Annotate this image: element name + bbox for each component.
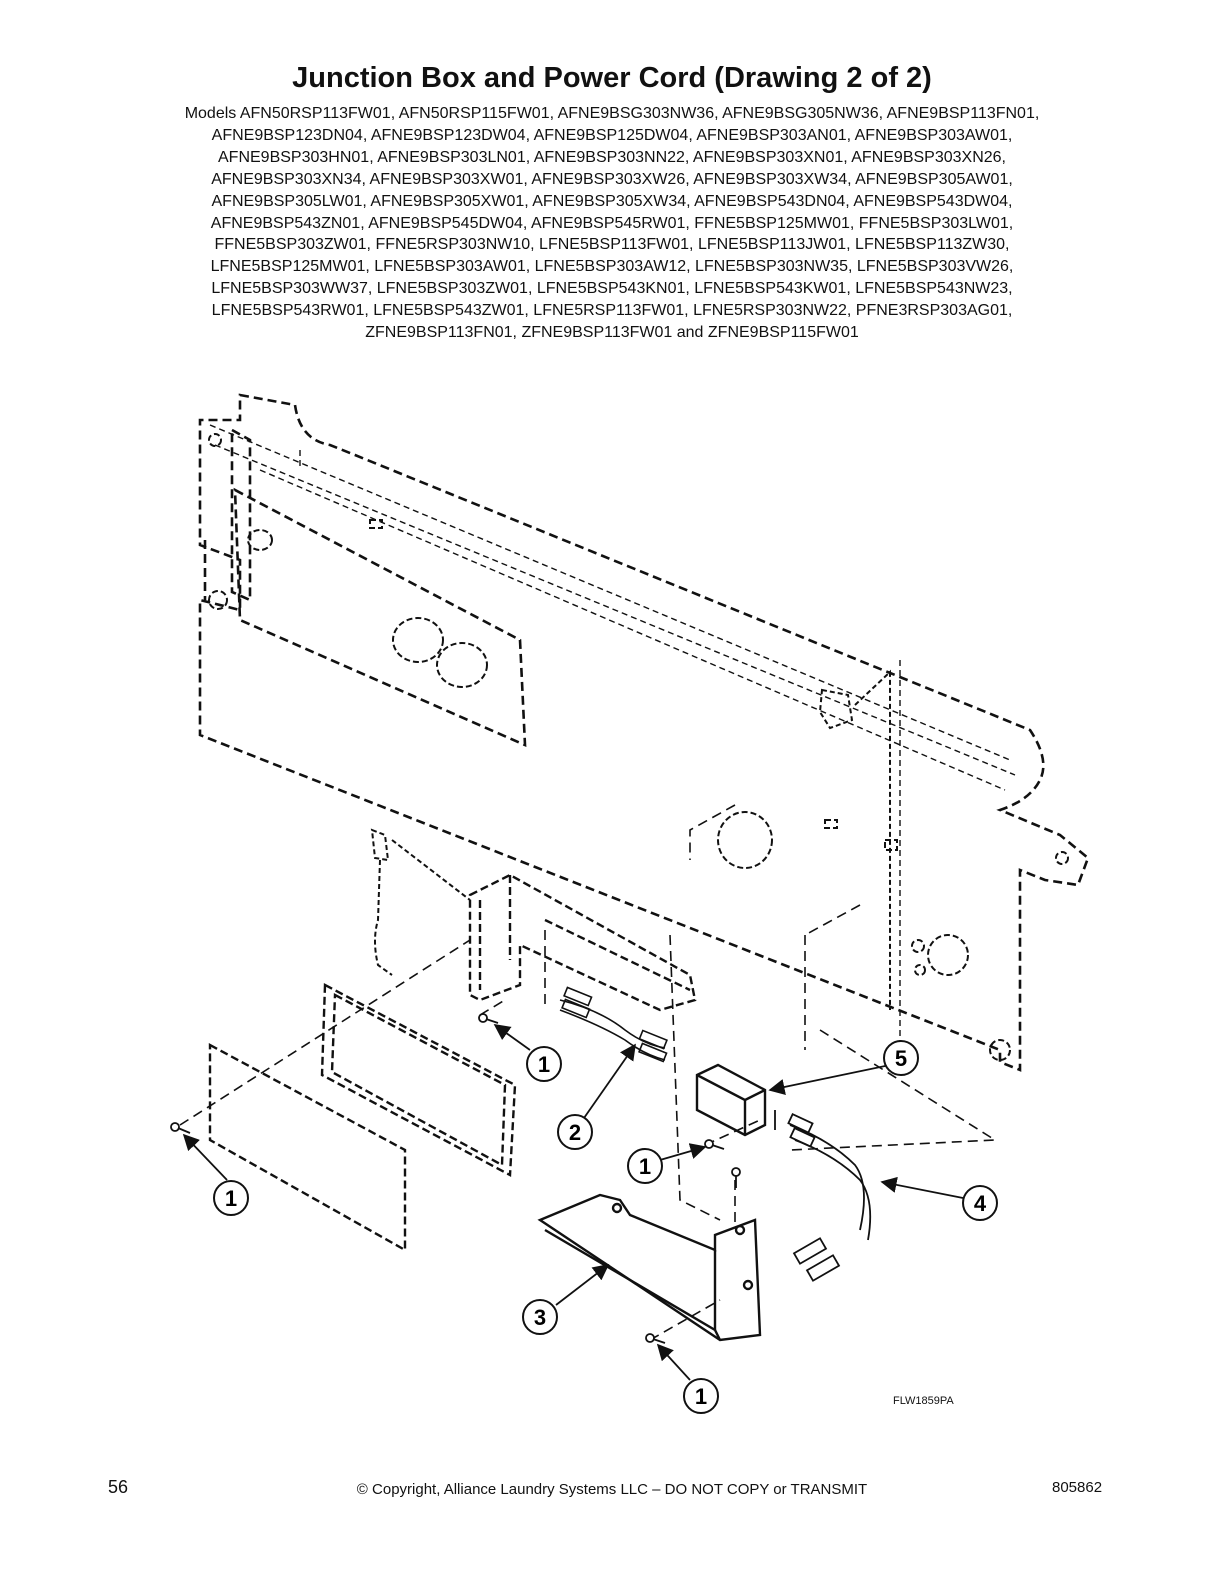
- model-list: Models AFN50RSP113FW01, AFN50RSP115FW01,…: [112, 103, 1112, 344]
- callout-2: 2: [557, 1114, 593, 1150]
- callout-1-center: 1: [627, 1148, 663, 1184]
- callout-3: 3: [522, 1299, 558, 1335]
- callout-label: 5: [895, 1046, 907, 1071]
- front-plate: [208, 1042, 407, 1253]
- assembly-guide-lines: [179, 804, 998, 1341]
- model-line: AFNE9BSP305LW01, AFNE9BSP305XW01, AFNE9B…: [211, 192, 1013, 210]
- callout-1-left: 1: [213, 1180, 249, 1216]
- callout-label: 4: [974, 1191, 987, 1216]
- callout-1-bottom: 1: [683, 1378, 719, 1414]
- callout-leaders: [182, 1024, 964, 1381]
- model-line: AFNE9BSP543ZN01, AFNE9BSP545DW04, AFNE9B…: [210, 214, 1014, 232]
- model-line: FFNE5BSP303ZW01, FFNE5RSP303NW10, LFNE5B…: [214, 236, 1010, 254]
- panel-inner-lines: [209, 424, 1016, 1050]
- model-line: ZFNE9BSP113FN01, ZFNE9BSP113FW01 and ZFN…: [365, 324, 859, 342]
- screw: [170, 1122, 191, 1134]
- model-line: LFNE5BSP303WW37, LFNE5BSP303ZW01, LFNE5B…: [211, 280, 1013, 298]
- callout-label: 2: [569, 1120, 581, 1145]
- model-line: Models AFN50RSP113FW01, AFN50RSP115FW01,…: [184, 105, 1040, 122]
- callout-label: 1: [639, 1154, 651, 1179]
- filter-block: [695, 1063, 767, 1137]
- model-line: AFNE9BSP123DN04, AFNE9BSP123DW04, AFNE9B…: [211, 126, 1013, 144]
- screw: [478, 1013, 499, 1024]
- callout-1-junction: 1: [526, 1046, 562, 1082]
- callout-label: 1: [538, 1052, 550, 1077]
- callout-5: 5: [883, 1040, 919, 1076]
- power-cord-leads: [774, 1110, 872, 1282]
- mounting-bracket: [537, 1193, 762, 1342]
- screws: [170, 1013, 741, 1344]
- callout-4: 4: [962, 1185, 998, 1221]
- ground-wire: [370, 828, 471, 976]
- document-number: 805862: [1052, 1479, 1103, 1496]
- page-title: Junction Box and Power Cord (Drawing 2 o…: [292, 62, 932, 94]
- copyright-notice: © Copyright, Alliance Laundry Systems LL…: [356, 1481, 868, 1498]
- junction-box-cover: [320, 983, 517, 1177]
- callout-label: 3: [534, 1305, 546, 1330]
- rear-panel: [198, 393, 1090, 1072]
- figure-id: FLW1859PA: [893, 1395, 954, 1407]
- callouts: 1 1 2 5 1 4 3 1: [213, 1040, 998, 1414]
- model-line: LFNE5BSP543RW01, LFNE5BSP543ZW01, LFNE5R…: [211, 302, 1013, 320]
- callout-label: 1: [695, 1384, 707, 1409]
- cord-clip: [818, 669, 891, 1010]
- model-line: LFNE5BSP125MW01, LFNE5BSP303AW01, LFNE5B…: [210, 258, 1014, 276]
- screw: [731, 1167, 741, 1188]
- exploded-parts-drawing: 1 1 2 5 1 4 3 1: [170, 393, 1090, 1414]
- screw: [704, 1139, 725, 1150]
- page-number: 56: [108, 1477, 129, 1497]
- callout-label: 1: [225, 1186, 237, 1211]
- model-line: AFNE9BSP303HN01, AFNE9BSP303LN01, AFNE9B…: [218, 148, 1006, 166]
- junction-box: [468, 873, 697, 1012]
- model-line: AFNE9BSP303XN34, AFNE9BSP303XW01, AFNE9B…: [211, 170, 1013, 188]
- screw: [645, 1333, 666, 1344]
- panel-holes: [208, 433, 1069, 1061]
- wire-harness: [559, 986, 668, 1063]
